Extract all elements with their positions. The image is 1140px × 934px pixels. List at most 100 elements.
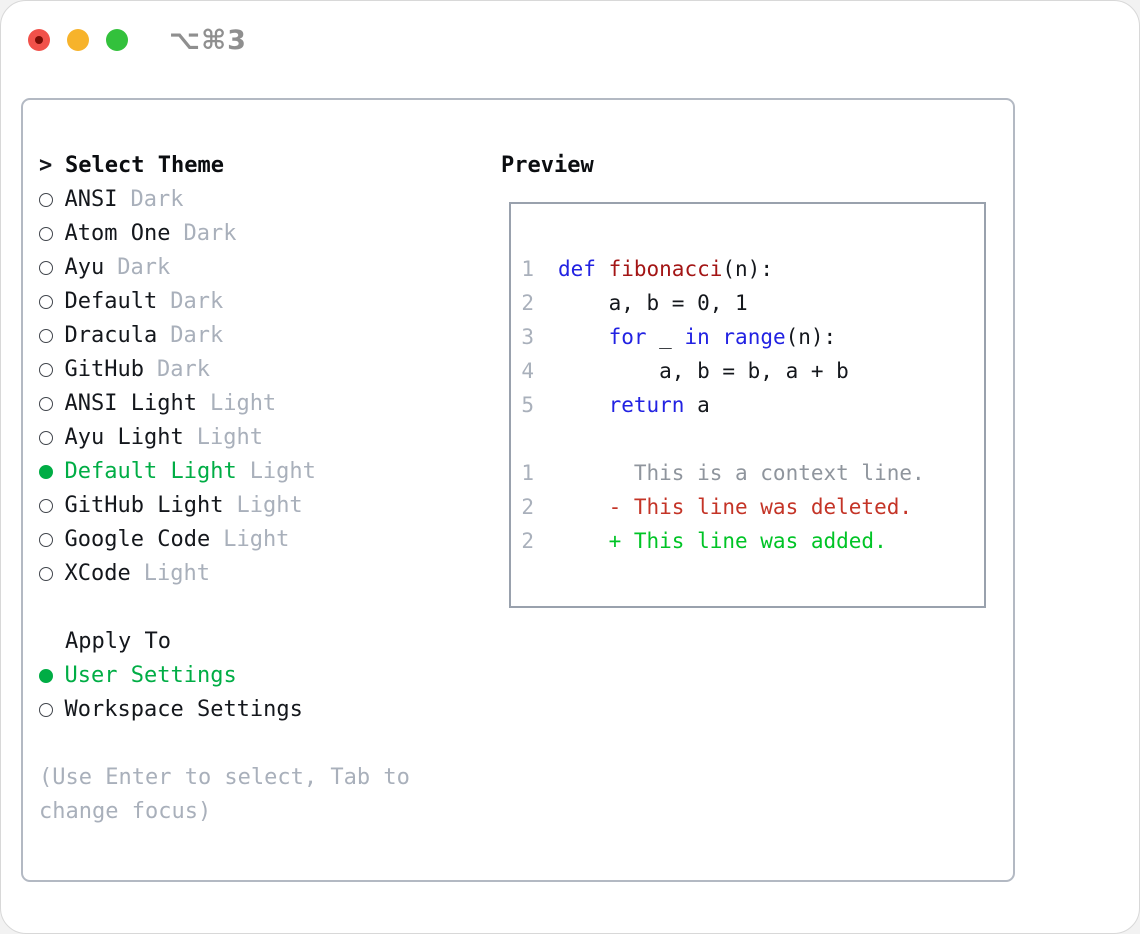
radio-unselected-icon[interactable]	[39, 193, 53, 207]
theme-option-google-code[interactable]: Google Code Light	[39, 523, 469, 557]
theme-option-atom-one[interactable]: Atom One Dark	[39, 217, 469, 251]
token-pl: a, b = 0, 1	[558, 291, 748, 315]
token-kw: range	[722, 325, 786, 349]
line-number: 1	[521, 257, 534, 281]
close-button[interactable]	[28, 29, 50, 51]
token-kw: return	[608, 393, 685, 417]
option-label: Google Code	[64, 527, 211, 552]
token-pl	[558, 325, 609, 349]
token-pl: (n):	[785, 325, 837, 349]
code-line: 1 def fibonacci(n):	[521, 252, 984, 286]
apply-option-workspace-settings[interactable]: Workspace Settings	[39, 693, 469, 727]
spacer	[39, 591, 469, 625]
token-fn: fibonacci	[608, 257, 723, 281]
option-label: Default	[64, 289, 158, 314]
token-kw: for	[608, 325, 647, 349]
option-label: Ayu Light	[64, 425, 184, 450]
code-line: 2 + This line was added.	[521, 524, 984, 558]
token-pl: a	[684, 393, 710, 417]
line-number: 2	[521, 529, 534, 553]
minimize-button[interactable]	[67, 29, 89, 51]
radio-unselected-icon[interactable]	[39, 261, 53, 275]
variant-tag: Dark	[117, 255, 171, 280]
select-theme-title: Select Theme	[65, 153, 224, 178]
option-label: GitHub	[64, 357, 144, 382]
code-line: 3 for _ in range(n):	[521, 320, 984, 354]
code-line: 4 a, b = b, a + b	[521, 354, 984, 388]
theme-option-github-light[interactable]: GitHub Light Light	[39, 489, 469, 523]
code-line: 2 - This line was deleted.	[521, 490, 984, 524]
line-number: 2	[521, 291, 534, 315]
radio-unselected-icon[interactable]	[39, 227, 53, 241]
token-pl: _	[646, 325, 685, 349]
token-pl: a, b = b, a + b	[558, 359, 849, 383]
token-pl	[558, 393, 609, 417]
apply-option-user-settings[interactable]: User Settings	[39, 659, 469, 693]
window-title-shortcut: ⌥⌘3	[169, 24, 247, 56]
radio-unselected-icon[interactable]	[39, 703, 53, 717]
option-label: Workspace Settings	[64, 697, 303, 722]
radio-unselected-icon[interactable]	[39, 397, 53, 411]
radio-unselected-icon[interactable]	[39, 533, 53, 547]
apply-to-title: Apply To	[65, 629, 171, 654]
radio-unselected-icon[interactable]	[39, 567, 53, 581]
option-label: Atom One	[64, 221, 171, 246]
radio-unselected-icon[interactable]	[39, 499, 53, 513]
token-kw: in	[684, 325, 710, 349]
radio-unselected-icon[interactable]	[39, 295, 53, 309]
variant-tag: Dark	[170, 289, 224, 314]
code-line: 2 a, b = 0, 1	[521, 286, 984, 320]
variant-tag: Dark	[156, 357, 210, 382]
theme-option-ansi[interactable]: ANSI Dark	[39, 183, 469, 217]
radio-unselected-icon[interactable]	[39, 363, 53, 377]
zoom-button[interactable]	[106, 29, 128, 51]
radio-selected-icon[interactable]	[39, 465, 53, 479]
select-theme-header: > Select Theme	[39, 149, 469, 183]
theme-option-default[interactable]: Default Dark	[39, 285, 469, 319]
option-label: Ayu	[64, 255, 105, 280]
theme-option-ayu[interactable]: Ayu Dark	[39, 251, 469, 285]
variant-tag: Light	[249, 459, 316, 484]
variant-tag: Dark	[130, 187, 184, 212]
variant-tag: Light	[223, 527, 290, 552]
token-pl	[596, 257, 609, 281]
option-label: ANSI Light	[64, 391, 197, 416]
line-number: 5	[521, 393, 534, 417]
line-number: 1	[521, 461, 534, 485]
option-label: ANSI	[64, 187, 118, 212]
option-label: User Settings	[64, 663, 237, 688]
option-label: Dracula	[64, 323, 158, 348]
line-number: 4	[521, 359, 534, 383]
option-label: XCode	[64, 561, 131, 586]
theme-option-github[interactable]: GitHub Dark	[39, 353, 469, 387]
code-line: 1 This is a context line.	[521, 456, 984, 490]
title-bar: ⌥⌘3	[28, 25, 247, 56]
variant-tag: Dark	[183, 221, 237, 246]
radio-unselected-icon[interactable]	[39, 431, 53, 445]
token-ctx: This is a context line.	[558, 461, 925, 485]
token-del: - This line was deleted.	[558, 495, 913, 519]
line-number: 2	[521, 495, 534, 519]
preview-title: Preview	[501, 153, 594, 178]
radio-unselected-icon[interactable]	[39, 329, 53, 343]
keyboard-hint: (Use Enter to select, Tab to change focu…	[39, 765, 410, 824]
theme-option-ayu-light[interactable]: Ayu Light Light	[39, 421, 469, 455]
option-label: GitHub Light	[64, 493, 224, 518]
code-line	[521, 422, 984, 456]
code-line: 5 return a	[521, 388, 984, 422]
variant-tag: Light	[236, 493, 303, 518]
token-pl: (n):	[722, 257, 773, 281]
line-number: 3	[521, 325, 534, 349]
token-kw: def	[558, 257, 596, 281]
radio-selected-icon[interactable]	[39, 669, 53, 683]
variant-tag: Light	[196, 425, 263, 450]
